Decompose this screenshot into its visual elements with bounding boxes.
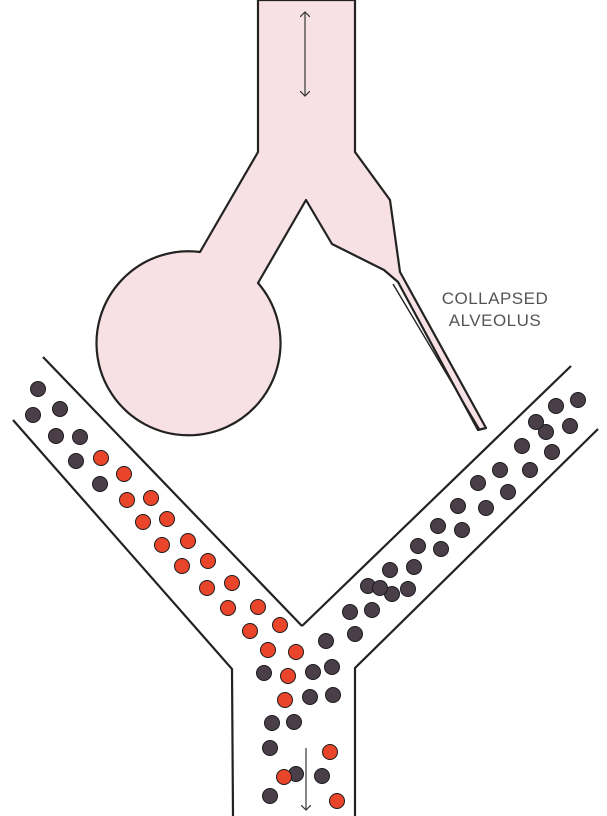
deoxygenated-blood-cell [49, 429, 64, 444]
blood-cells [26, 382, 586, 809]
deoxygenated-blood-cell [455, 523, 470, 538]
oxygenated-blood-cell [273, 618, 288, 633]
deoxygenated-blood-cell [365, 603, 380, 618]
deoxygenated-blood-cell [303, 690, 318, 705]
deoxygenated-blood-cell [563, 419, 578, 434]
label-line-2: ALVEOLUS [430, 310, 560, 332]
oxygenated-blood-cell [136, 515, 151, 530]
deoxygenated-blood-cell [257, 666, 272, 681]
oxygenated-blood-cell [323, 745, 338, 760]
oxygenated-blood-cell [94, 451, 109, 466]
oxygenated-blood-cell [330, 794, 345, 809]
deoxygenated-blood-cell [348, 627, 363, 642]
oxygenated-blood-cell [181, 534, 196, 549]
deoxygenated-blood-cell [431, 519, 446, 534]
oxygenated-blood-cell [225, 576, 240, 591]
deoxygenated-blood-cell [493, 463, 508, 478]
oxygenated-blood-cell [144, 491, 159, 506]
oxygenated-blood-cell [278, 693, 293, 708]
deoxygenated-blood-cell [411, 539, 426, 554]
oxygenated-blood-cell [289, 645, 304, 660]
deoxygenated-blood-cell [287, 715, 302, 730]
deoxygenated-blood-cell [545, 445, 560, 460]
oxygenated-blood-cell [117, 467, 132, 482]
oxygenated-blood-cell [120, 493, 135, 508]
deoxygenated-blood-cell [319, 634, 334, 649]
deoxygenated-blood-cell [571, 393, 586, 408]
oxygenated-blood-cell [251, 600, 266, 615]
deoxygenated-blood-cell [479, 501, 494, 516]
deoxygenated-blood-cell [383, 563, 398, 578]
deoxygenated-blood-cell [401, 582, 416, 597]
deoxygenated-blood-cell [325, 660, 340, 675]
deoxygenated-blood-cell [515, 439, 530, 454]
deoxygenated-blood-cell [343, 605, 358, 620]
airway-tree [96, 0, 486, 435]
oxygenated-blood-cell [281, 669, 296, 684]
oxygenated-blood-cell [221, 601, 236, 616]
deoxygenated-blood-cell [265, 716, 280, 731]
airway-walls [96, 0, 486, 435]
deoxygenated-blood-cell [263, 789, 278, 804]
deoxygenated-blood-cell [434, 542, 449, 557]
deoxygenated-blood-cell [451, 499, 466, 514]
oxygenated-blood-cell [155, 538, 170, 553]
collapsed-alveolus-label: COLLAPSED ALVEOLUS [430, 288, 560, 332]
deoxygenated-blood-cell [26, 408, 41, 423]
oxygenated-blood-cell [160, 512, 175, 527]
deoxygenated-blood-cell [53, 402, 68, 417]
oxygenated-blood-cell [277, 770, 292, 785]
oxygenated-blood-cell [200, 581, 215, 596]
capillary-vessel [13, 357, 598, 816]
oxygenated-blood-cell [261, 643, 276, 658]
deoxygenated-blood-cell [326, 688, 341, 703]
deoxygenated-blood-cell [315, 769, 330, 784]
deoxygenated-blood-cell [529, 415, 544, 430]
deoxygenated-blood-cell [471, 476, 486, 491]
deoxygenated-blood-cell [306, 665, 321, 680]
deoxygenated-blood-cell [549, 399, 564, 414]
oxygenated-blood-cell [175, 559, 190, 574]
oxygenated-blood-cell [201, 554, 216, 569]
deoxygenated-blood-cell [501, 485, 516, 500]
deoxygenated-blood-cell [73, 430, 88, 445]
deoxygenated-blood-cell [263, 741, 278, 756]
deoxygenated-blood-cell [373, 581, 388, 596]
deoxygenated-blood-cell [407, 560, 422, 575]
oxygenated-blood-cell [243, 624, 258, 639]
deoxygenated-blood-cell [93, 477, 108, 492]
deoxygenated-blood-cell [31, 382, 46, 397]
label-line-1: COLLAPSED [430, 288, 560, 310]
deoxygenated-blood-cell [69, 454, 84, 469]
deoxygenated-blood-cell [523, 463, 538, 478]
